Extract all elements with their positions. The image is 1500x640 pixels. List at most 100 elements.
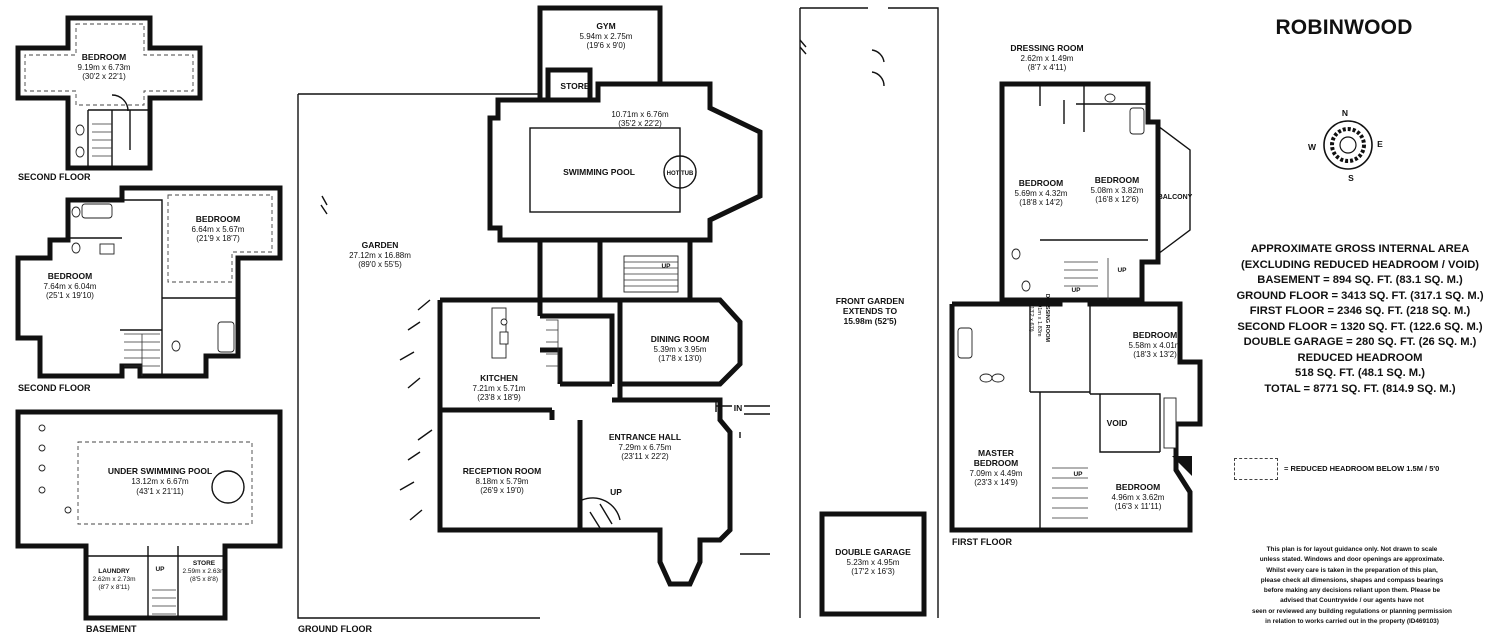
room-name: STORE [560,81,589,91]
room-metric: 7.29m x 6.75m [619,443,672,452]
room-name: BEDROOM [48,271,92,281]
stair-up-label: UP [1071,287,1081,294]
room-metric: 5.08m x 3.82m [1091,186,1144,195]
compass-icon: N E S W [1308,108,1383,183]
room-metric: 4.96m x 3.62m [1112,493,1165,502]
room-name: BEDROOM [974,458,1018,468]
area-line: SECOND FLOOR = 1320 SQ. FT. (122.6 SQ. M… [1237,320,1483,333]
room-imperial: (23'3 x 14'9) [974,478,1018,487]
room-name: STORE [193,560,216,567]
room-name: BEDROOM [1019,178,1063,188]
disclaimer-line: seen or reviewed any building regulation… [1252,607,1452,615]
room-name: BEDROOM [1095,175,1139,185]
room-metric: 2.62m x 1.49m [1021,54,1074,63]
room-name: BEDROOM [1116,482,1160,492]
room-imperial: (89'0 x 55'5) [358,260,402,269]
reduced-headroom-legend: = REDUCED HEADROOM BELOW 1.5M / 5'0 [1234,458,1500,482]
room-name: DINING ROOM [651,334,710,344]
stair-up-label: UP [661,263,671,270]
gross-area-summary: APPROXIMATE GROSS INTERNAL AREA (EXCLUDI… [1210,242,1500,397]
disclaimer: This plan is for layout guidance only. N… [1208,545,1496,627]
room-imperial: (35'2 x 22'2) [618,119,662,128]
entrance-in-label: IN [734,403,743,413]
room-name: DOUBLE GARAGE [835,547,911,557]
legend-text: = REDUCED HEADROOM BELOW 1.5M / 5'0 [1284,464,1440,473]
disclaimer-line: This plan is for layout guidance only. N… [1266,546,1438,553]
room-name: GYM [596,21,615,31]
disclaimer-line: please check all dimensions, shapes and … [1260,576,1444,584]
room-imperial: (8'7 x 8'11) [98,584,129,591]
room-name: LAUNDRY [98,568,130,575]
room-imperial: (43'1 x 21'11) [136,487,184,496]
disclaimer-line: advised that Countrywide / our agents ha… [1280,597,1424,605]
room-metric: 7.64m x 6.04m [44,282,97,291]
floor-label-basement: BASEMENT [86,624,137,634]
room-metric: 4.01m x 1.83m [1036,300,1042,337]
disclaimer-line: in relation to works carried out in the … [1265,618,1439,626]
room-metric: 5.69m x 4.32m [1015,189,1068,198]
room-metric: 5.94m x 2.75m [580,32,633,41]
stair-up-label: UP [155,566,165,573]
room-metric: 6.64m x 5.67m [192,225,245,234]
front-garden-label: 15.98m (52'5) [843,316,896,326]
area-line: GROUND FLOOR = 3413 SQ. FT. (317.1 SQ. M… [1236,289,1484,302]
compass-south: S [1348,173,1354,183]
room-name: MASTER [978,448,1014,458]
second-floor-b-plan: BEDROOM 6.64m x 5.67m (21'9 x 18'7) BEDR… [15,185,283,393]
area-line: TOTAL = 8771 SQ. FT. (814.9 SQ. M.) [1264,382,1456,395]
room-imperial: (18'8 x 14'2) [1019,198,1063,207]
room-metric: 5.23m x 4.95m [847,558,900,567]
room-imperial: (30'2 x 22'1) [82,72,126,81]
room-metric: 13.12m x 6.67m [131,477,189,486]
compass-east: E [1377,139,1383,149]
room-name: BEDROOM [196,214,240,224]
disclaimer-line: unless stated. Windows and door openings… [1259,556,1445,564]
room-metric: 2.62m x 2.73m [93,576,136,583]
room-metric: 7.09m x 4.49m [970,469,1023,478]
room-name: DRESSING ROOM [1010,43,1083,53]
room-imperial: (23'8 x 18'9) [477,393,521,402]
stair-up-label: UP [1073,471,1083,478]
room-imperial: (8'5 x 8'8) [190,576,218,583]
area-line: DOUBLE GARAGE = 280 SQ. FT. (26 SQ. M.) [1243,336,1477,348]
room-imperial: (16'8 x 12'6) [1095,195,1139,204]
area-line: REDUCED HEADROOM [1297,351,1423,364]
room-imperial: (17'2 x 16'3) [851,567,895,576]
floor-label-ground: GROUND FLOOR [298,624,372,634]
room-metric: 7.21m x 5.71m [473,384,526,393]
room-metric: 9.19m x 6.73m [78,63,131,72]
front-garden-label: EXTENDS TO [843,306,898,316]
room-name: DRESSING ROOM [1044,294,1050,343]
room-name: KITCHEN [480,373,518,383]
first-floor-plan: DRESSING ROOM 2.62m x 1.49m (8'7 x 4'11)… [949,43,1203,547]
compass-west: W [1308,142,1317,152]
area-line: FIRST FLOOR = 2346 SQ. FT. (218 SQ. M.) [1249,305,1471,317]
void-label: VOID [1107,418,1128,428]
area-line: APPROXIMATE GROSS INTERNAL AREA [1250,243,1470,255]
room-metric: 10.71m x 6.76m [611,110,669,119]
room-imperial: (23'11 x 22'2) [621,452,669,461]
front-garden-label: FRONT GARDEN [836,296,904,306]
ground-floor-plan: GYM 5.94m x 2.75m (19'6 x 9'0) STORE 10.… [297,5,770,634]
room-name: SWIMMING POOL [563,167,635,177]
room-imperial: (8'7 x 4'11) [1028,63,1067,72]
second-floor-a-plan: BEDROOM 9.19m x 6.73m (30'2 x 22'1) SECO… [15,15,203,182]
room-name: RECEPTION ROOM [463,466,541,476]
legend-swatch [1234,458,1278,480]
area-line: 518 SQ. FT. (48.1 SQ. M.) [1295,367,1425,379]
room-metric: 8.18m x 5.79m [476,477,529,486]
front-garden-plan: FRONT GARDEN EXTENDS TO 15.98m (52'5) DO… [799,7,939,618]
room-imperial: (17'8 x 13'0) [658,354,702,363]
room-imperial: (26'9 x 19'0) [480,486,524,495]
room-name: ENTRANCE HALL [609,432,681,442]
disclaimer-line: before making any decisions reliant upon… [1263,587,1441,595]
room-name: BEDROOM [1133,330,1177,340]
room-metric: 27.12m x 16.88m [349,251,411,260]
room-imperial: (19'6 x 9'0) [586,41,625,50]
basement-plan: UNDER SWIMMING POOL 13.12m x 6.67m (43'1… [15,409,283,634]
room-name: GARDEN [362,240,399,250]
room-imperial: (16'3 x 11'11) [1115,502,1162,511]
area-line: BASEMENT = 894 SQ. FT. (83.1 SQ. M.) [1257,274,1463,286]
room-imperial: (13'2 x 6'0) [1028,304,1034,331]
